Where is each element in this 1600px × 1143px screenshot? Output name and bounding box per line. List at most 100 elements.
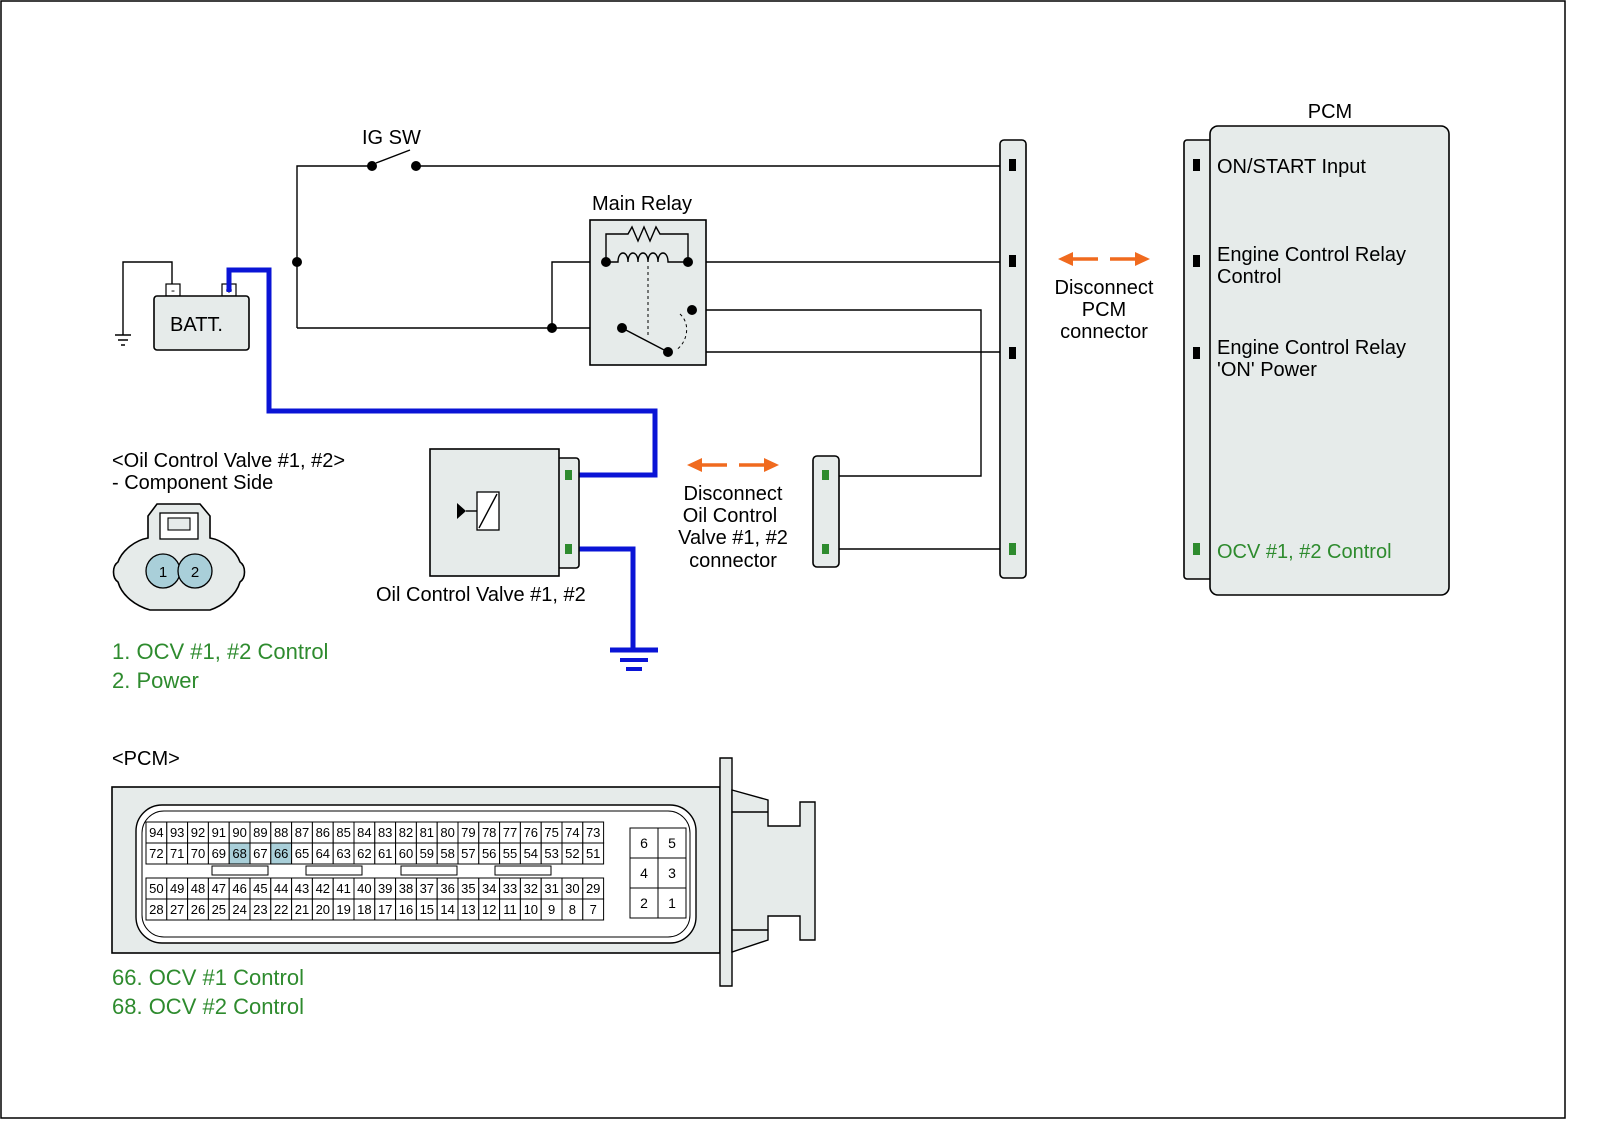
pcm-small-pin-cell — [629, 887, 659, 919]
pcm-pin-number: 71 — [170, 846, 184, 861]
frame — [0, 0, 1566, 1119]
wiring-diagram: IG SW BATT. - + Main Relay — [0, 0, 1566, 1119]
pcm-pin-number: 26 — [191, 902, 205, 917]
pcm-pin-number: 14 — [440, 902, 454, 917]
key-slot — [494, 865, 552, 876]
pcm-pin-number: 15 — [420, 902, 434, 917]
pcm-pin-number: 75 — [544, 825, 558, 840]
pcm-pin-number: 41 — [336, 881, 350, 896]
pcm-pin-number: 48 — [191, 881, 205, 896]
pcm-pin-number: 94 — [149, 825, 163, 840]
pcm-pin-number: 25 — [212, 902, 226, 917]
pcm-pin-number: 47 — [212, 881, 226, 896]
pcm-pin-number: 40 — [357, 881, 371, 896]
pcm-pin-number: 90 — [232, 825, 246, 840]
disconnect-pcm-text: Disconnect PCM connector — [1055, 277, 1154, 343]
pcm-pin-number: 59 — [420, 846, 434, 861]
highlighted-wires — [226, 267, 658, 671]
pcm-small-pin-cell — [629, 857, 659, 889]
disconnect-ocv-text: Disconnect Oil Control Valve #1, #2 conn… — [678, 483, 788, 572]
pcm-pin-number: 88 — [274, 825, 288, 840]
component-side-title-line-1: <Oil Control Valve #1, #2> — [112, 450, 345, 472]
disconnect-pcm-line-3: connector — [1060, 321, 1148, 343]
pcm-pin-number: 36 — [440, 881, 454, 896]
connector-pin-2 — [177, 553, 213, 589]
disconnect-ocv-line-4: connector — [689, 550, 777, 572]
disconnect-ocv-line-3: Valve #1, #2 — [678, 527, 788, 549]
pcm-pin-number: 52 — [565, 846, 579, 861]
ocv-harness-connector — [812, 455, 840, 568]
circuit-canvas: IG SW BATT. - + Main Relay — [0, 0, 1566, 1119]
pcm-pin-number: 28 — [149, 902, 163, 917]
pcm-pin-number: 13 — [461, 902, 475, 917]
pcm-connector-legend-1: 66. OCV #1 Control — [112, 965, 304, 990]
pcm-small-pin-number: 6 — [640, 835, 648, 851]
pcm-pin-number: 61 — [378, 846, 392, 861]
oil-control-valve: Oil Control Valve #1, #2 — [376, 448, 586, 606]
battery: BATT. - + — [153, 283, 250, 351]
pcm-pin-number: 53 — [544, 846, 558, 861]
pcm-pin-number: 45 — [253, 881, 267, 896]
pcm-pin-number: 10 — [524, 902, 538, 917]
pcm-pin-3-label-line-2: 'ON' Power — [1217, 359, 1317, 381]
pcm-pin-number: 76 — [524, 825, 538, 840]
pcm-pin-number: 69 — [212, 846, 226, 861]
pcm-pin-number: 56 — [482, 846, 496, 861]
pcm-pin-number: 29 — [586, 881, 600, 896]
pcm-pin-number: 9 — [548, 902, 555, 917]
connector-pin-2-label: 2 — [191, 564, 199, 581]
pcm-pin-number: 54 — [524, 846, 538, 861]
main-relay: Main Relay — [292, 193, 707, 366]
pcm-pin-number: 83 — [378, 825, 392, 840]
disconnect-pcm-line-1: Disconnect — [1055, 277, 1154, 299]
disconnect-arrows — [687, 252, 1150, 472]
pcm-pin-number: 89 — [253, 825, 267, 840]
pcm-pin-number: 49 — [170, 881, 184, 896]
pcm-pin-number: 60 — [399, 846, 413, 861]
pcm-small-pin-number: 2 — [640, 895, 648, 911]
pcm-pin-cell — [582, 898, 605, 921]
connector-pin-1-label: 1 — [159, 564, 167, 581]
pcm-module: PCM ON/START Input Engine Control Relay … — [1183, 101, 1450, 596]
pcm-pin-number: 62 — [357, 846, 371, 861]
pcm-pin-number: 77 — [503, 825, 517, 840]
pcm-pin-number: 85 — [336, 825, 350, 840]
pcm-pin-number: 65 — [295, 846, 309, 861]
component-legend-1: 1. OCV #1, #2 Control — [112, 639, 328, 664]
main-relay-label: Main Relay — [592, 193, 692, 215]
pcm-pin-number: 50 — [149, 881, 163, 896]
pcm-pin-number: 46 — [232, 881, 246, 896]
pcm-connector-legend-2: 68. OCV #2 Control — [112, 994, 304, 1019]
ig-switch-label: IG SW — [362, 127, 421, 149]
pcm-pin-number: 82 — [399, 825, 413, 840]
ocv-component-side: <Oil Control Valve #1, #2> - Component S… — [112, 450, 345, 693]
component-legend-2: 2. Power — [112, 668, 199, 693]
pcm-pin-number: 35 — [461, 881, 475, 896]
pcm-pin-number: 27 — [170, 902, 184, 917]
pcm-pin-number: 7 — [590, 902, 597, 917]
pcm-pin-number: 79 — [461, 825, 475, 840]
connector-housing — [112, 503, 246, 611]
pcm-small-pin-cell — [657, 887, 687, 919]
pcm-small-pin-number: 3 — [668, 865, 676, 881]
pcm-small-pin-cell — [657, 857, 687, 889]
pcm-pin-number: 91 — [212, 825, 226, 840]
pcm-pin-number: 23 — [253, 902, 267, 917]
pcm-pin-number: 33 — [503, 881, 517, 896]
key-slot — [305, 865, 363, 876]
pcm-pin-number: 73 — [586, 825, 600, 840]
pcm-pin-2-label-line-1: Engine Control Relay — [1217, 244, 1406, 266]
pcm-small-pin-number: 1 — [668, 895, 676, 911]
pcm-pin-number: 22 — [274, 902, 288, 917]
pcm-pin-3-label-line-1: Engine Control Relay — [1217, 337, 1406, 359]
battery-label: BATT. — [170, 314, 223, 336]
component-side-title-line-2: - Component Side — [112, 472, 273, 494]
ig-switch: IG SW — [362, 127, 421, 171]
pcm-pin-number: 80 — [440, 825, 454, 840]
pcm-pin-number: 24 — [232, 902, 246, 917]
pcm-pin-number: 55 — [503, 846, 517, 861]
pcm-pin-number: 32 — [524, 881, 538, 896]
pcm-pin-number: 43 — [295, 881, 309, 896]
